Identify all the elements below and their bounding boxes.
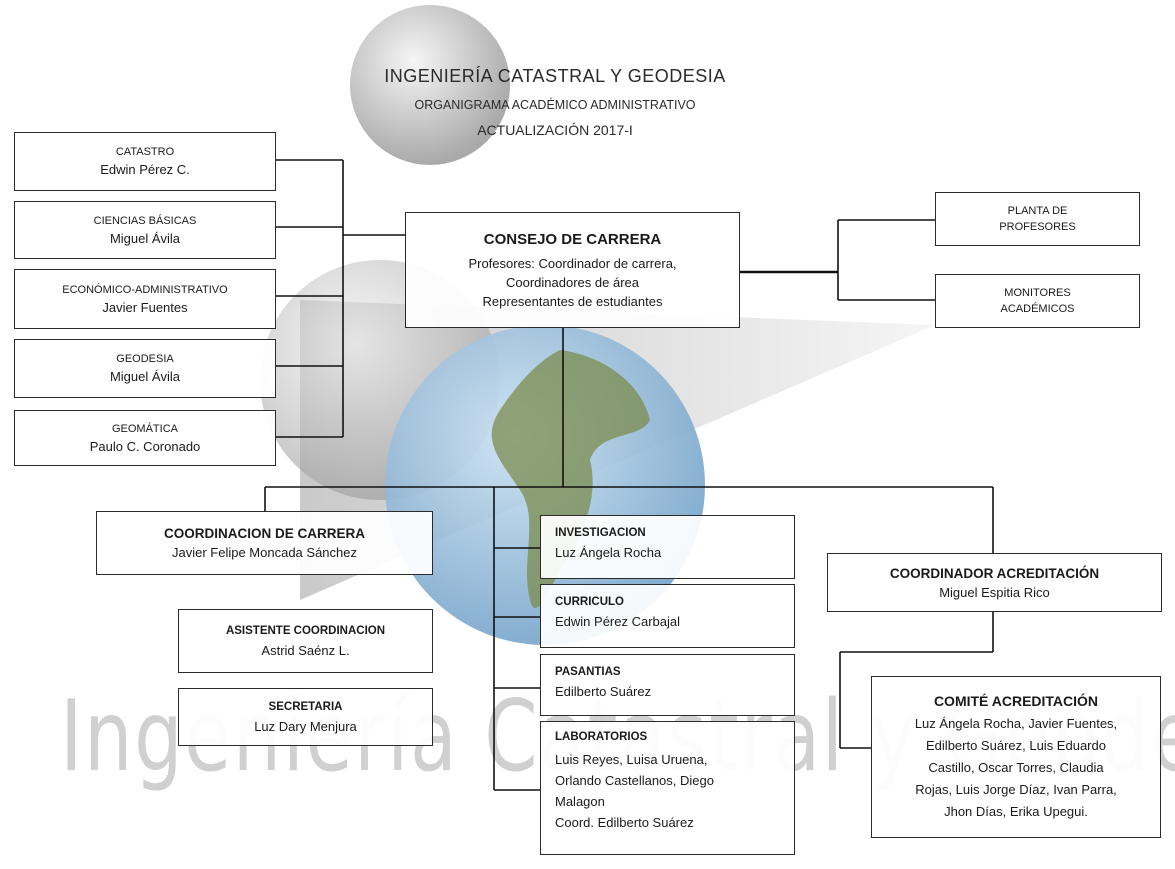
coordinacion-title: COORDINACION DE CARRERA	[163, 526, 365, 541]
comite-line: Castillo, Oscar Torres, Claudia	[928, 759, 1104, 775]
area-title: CIENCIAS BÁSICAS	[93, 214, 197, 227]
acreditacion-title: COORDINADOR ACREDITACIÓN	[889, 565, 1100, 581]
curriculo-box: CURRICULO Edwin Pérez Carbajal	[540, 584, 795, 648]
laboratorios-line: Luis Reyes, Luisa Uruena,	[555, 752, 708, 767]
comite-line: Jhon Días, Erika Upegui.	[944, 803, 1088, 819]
comite-line: Rojas, Luis Jorge Díaz, Ivan Parra,	[915, 781, 1117, 797]
laboratorios-line: Orlando Castellanos, Diego	[555, 773, 714, 788]
area-box-ciencias-basicas: CIENCIAS BÁSICAS Miguel Ávila	[14, 201, 276, 259]
area-person: Miguel Ávila	[109, 369, 181, 384]
laboratorios-line: Malagon	[555, 794, 605, 809]
area-box-geodesia: GEODESIA Miguel Ávila	[14, 339, 276, 398]
area-title: CATASTRO	[115, 146, 175, 158]
comite-line: Luz Ángela Rocha, Javier Fuentes,	[914, 715, 1118, 731]
monitores-line: MONITORES	[1004, 287, 1071, 299]
laboratorios-box: LABORATORIOS Luis Reyes, Luisa Uruena, O…	[540, 721, 795, 855]
monitores-academicos-box: MONITORES ACADÉMICOS	[935, 274, 1140, 328]
area-person: Edwin Pérez C.	[100, 162, 190, 177]
monitores-line: ACADÉMICOS	[1000, 303, 1075, 315]
planta-line: PROFESORES	[999, 221, 1076, 233]
investigacion-box: INVESTIGACION Luz Ángela Rocha	[540, 515, 795, 579]
secretaria-box: SECRETARIA Luz Dary Menjura	[178, 688, 433, 746]
planta-profesores-box: PLANTA DE PROFESORES	[935, 192, 1140, 246]
area-title: ECONÓMICO-ADMINISTRATIVO	[62, 283, 228, 296]
acreditacion-person: Miguel Espitia Rico	[939, 584, 1050, 600]
comite-acreditacion-box: COMITÉ ACREDITACIÓN Luz Ángela Rocha, Ja…	[871, 676, 1161, 838]
investigacion-person: Luz Ángela Rocha	[555, 545, 662, 560]
area-person: Miguel Ávila	[109, 230, 181, 246]
consejo-line: Coordinadores de área	[506, 274, 639, 290]
consejo-box: CONSEJO DE CARRERA Profesores: Coordinad…	[405, 212, 740, 328]
area-box-economico-administrativo: ECONÓMICO-ADMINISTRATIVO Javier Fuentes	[14, 269, 276, 329]
area-title: GEOMÁTICA	[111, 422, 178, 435]
comite-title: COMITÉ ACREDITACIÓN	[933, 692, 1099, 709]
area-person: Javier Fuentes	[102, 299, 188, 315]
update-label: ACTUALIZACIÓN 2017-I	[477, 122, 633, 138]
laboratorios-line: Coord. Edilberto Suárez	[555, 815, 694, 830]
page-title: INGENIERÍA CATASTRAL Y GEODESIA	[384, 66, 726, 86]
area-person: Paulo C. Coronado	[89, 438, 201, 454]
laboratorios-title: LABORATORIOS	[555, 731, 648, 743]
planta-line: PLANTA DE	[1007, 205, 1068, 217]
area-title: GEODESIA	[116, 353, 174, 365]
asistente-person: Astrid Saénz L.	[261, 643, 350, 658]
consejo-line: Profesores: Coordinador de carrera,	[468, 255, 677, 271]
comite-line: Edilberto Suárez, Luis Eduardo	[926, 737, 1106, 753]
asistente-title: ASISTENTE COORDINACION	[225, 625, 386, 637]
top-sphere	[350, 5, 510, 165]
pasantias-title: PASANTIAS	[555, 666, 621, 678]
consejo-title: CONSEJO DE CARRERA	[483, 230, 662, 248]
coordinacion-carrera-box: COORDINACION DE CARRERA Javier Felipe Mo…	[96, 511, 433, 575]
secretaria-person: Luz Dary Menjura	[254, 719, 357, 734]
area-box-geomatica: GEOMÁTICA Paulo C. Coronado	[14, 410, 276, 466]
asistente-coordinacion-box: ASISTENTE COORDINACION Astrid Saénz L.	[178, 609, 433, 673]
curriculo-person: Edwin Pérez Carbajal	[555, 614, 681, 629]
page-subtitle: ORGANIGRAMA ACADÉMICO ADMINISTRATIVO	[414, 98, 696, 112]
pasantias-box: PASANTIAS Edilberto Suárez	[540, 654, 795, 716]
coordinacion-person: Javier Felipe Moncada Sánchez	[172, 545, 357, 560]
curriculo-title: CURRICULO	[555, 596, 624, 608]
area-box-catastro: CATASTRO Edwin Pérez C.	[14, 132, 276, 191]
globe-continent	[491, 350, 650, 609]
investigacion-title: INVESTIGACION	[555, 527, 646, 539]
consejo-line: Representantes de estudiantes	[482, 293, 663, 309]
coordinador-acreditacion-box: COORDINADOR ACREDITACIÓN Miguel Espitia …	[827, 553, 1162, 612]
secretaria-title: SECRETARIA	[268, 701, 343, 713]
pasantias-person: Edilberto Suárez	[555, 684, 652, 699]
